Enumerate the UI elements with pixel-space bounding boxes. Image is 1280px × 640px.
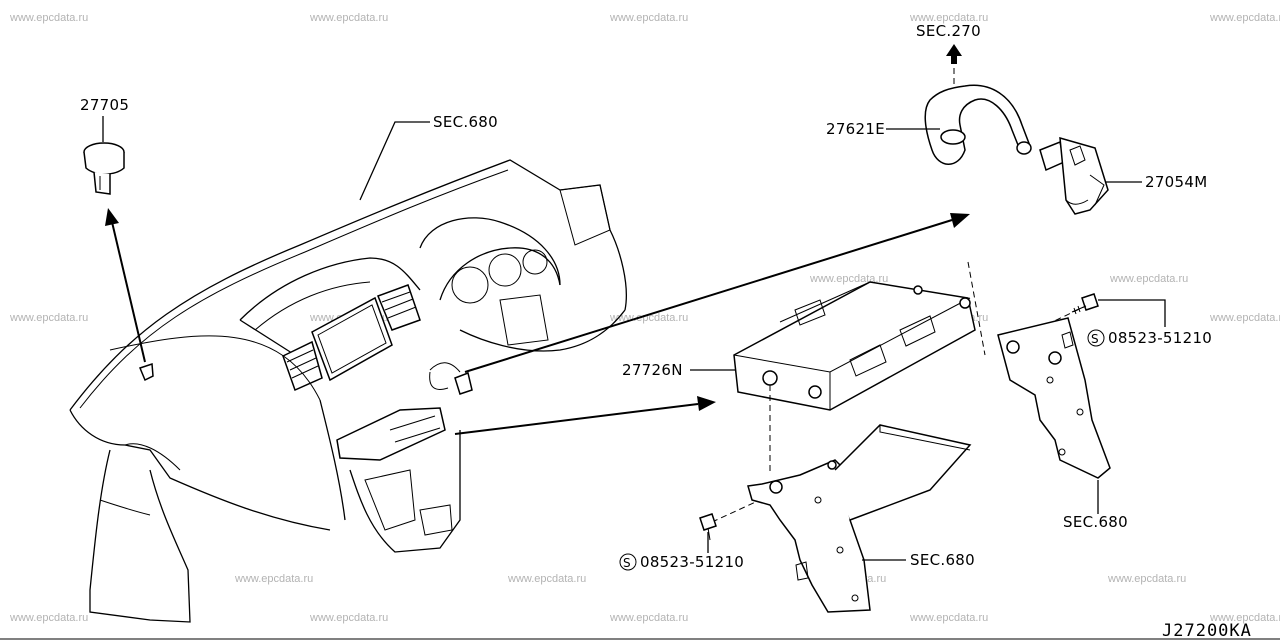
watermark: www.epcdata.ru — [609, 612, 688, 624]
watermark: www.epcdata.ru — [507, 573, 586, 585]
watermark: www.epcdata.ru — [234, 573, 313, 585]
bracket-right-drawing — [997, 317, 1111, 479]
screw-symbol-icon — [619, 553, 637, 571]
label-unit-part: 27726N — [622, 361, 683, 379]
watermark: www.epcdata.ru — [9, 12, 88, 24]
screw-right-leader — [1098, 299, 1166, 327]
watermark: www.epcdata.ru — [1107, 573, 1186, 585]
watermark: www.epcdata.ru — [1209, 612, 1280, 624]
sensor-arrow — [464, 219, 953, 373]
screw-right-icon — [1071, 293, 1099, 315]
screw-symbol: S — [623, 556, 631, 570]
label-hose-part: 27621E — [826, 120, 885, 138]
clip-part-icon — [83, 116, 125, 195]
clip-arrowhead — [105, 208, 119, 226]
sensor-arrowhead — [950, 213, 970, 228]
watermark: www.epcdata.ru — [309, 12, 388, 24]
bracket-left-drawing — [747, 424, 972, 613]
clip-arrow — [111, 221, 146, 363]
watermark: www.epcdata.ru — [309, 612, 388, 624]
diagram-code: J27200KA — [1162, 621, 1252, 640]
watermark: www.epcdata.ru — [9, 312, 88, 324]
dash-leader — [359, 121, 430, 201]
unit-arrow — [454, 403, 699, 435]
label-clip-part: 27705 — [80, 96, 129, 114]
watermark: www.epcdata.ru — [1209, 312, 1280, 324]
sensor-part-drawing — [1039, 136, 1109, 215]
label-screw-right: 08523-51210 — [1108, 329, 1212, 347]
align-line — [967, 261, 986, 356]
watermark: www.epcdata.ru — [609, 12, 688, 24]
label-hose-sec: SEC.270 — [916, 22, 981, 40]
screw-symbol: S — [1091, 332, 1099, 346]
dashboard-drawing — [69, 159, 627, 623]
label-bracket-right-sec: SEC.680 — [1063, 513, 1128, 531]
watermark: www.epcdata.ru — [909, 612, 988, 624]
watermark: www.epcdata.ru — [9, 612, 88, 624]
align-line — [711, 499, 761, 523]
control-unit-drawing — [733, 281, 976, 411]
watermark: www.epcdata.ru — [909, 12, 988, 24]
screw-left-icon — [699, 513, 717, 541]
label-screw-left: 08523-51210 — [640, 553, 744, 571]
watermarks: www.epcdata.ru www.epcdata.ru www.epcdat… — [9, 12, 1280, 624]
unit-arrowhead — [697, 396, 716, 411]
watermark: www.epcdata.ru — [1209, 12, 1280, 24]
label-bracket-left-sec: SEC.680 — [910, 551, 975, 569]
screw-symbol-icon — [1087, 329, 1105, 347]
label-dash-sec: SEC.680 — [433, 113, 498, 131]
hose-part-drawing — [924, 84, 1032, 165]
up-arrow-icon — [946, 44, 962, 64]
label-sensor-part: 27054M — [1145, 173, 1207, 191]
watermark: www.epcdata.ru — [1109, 273, 1188, 285]
